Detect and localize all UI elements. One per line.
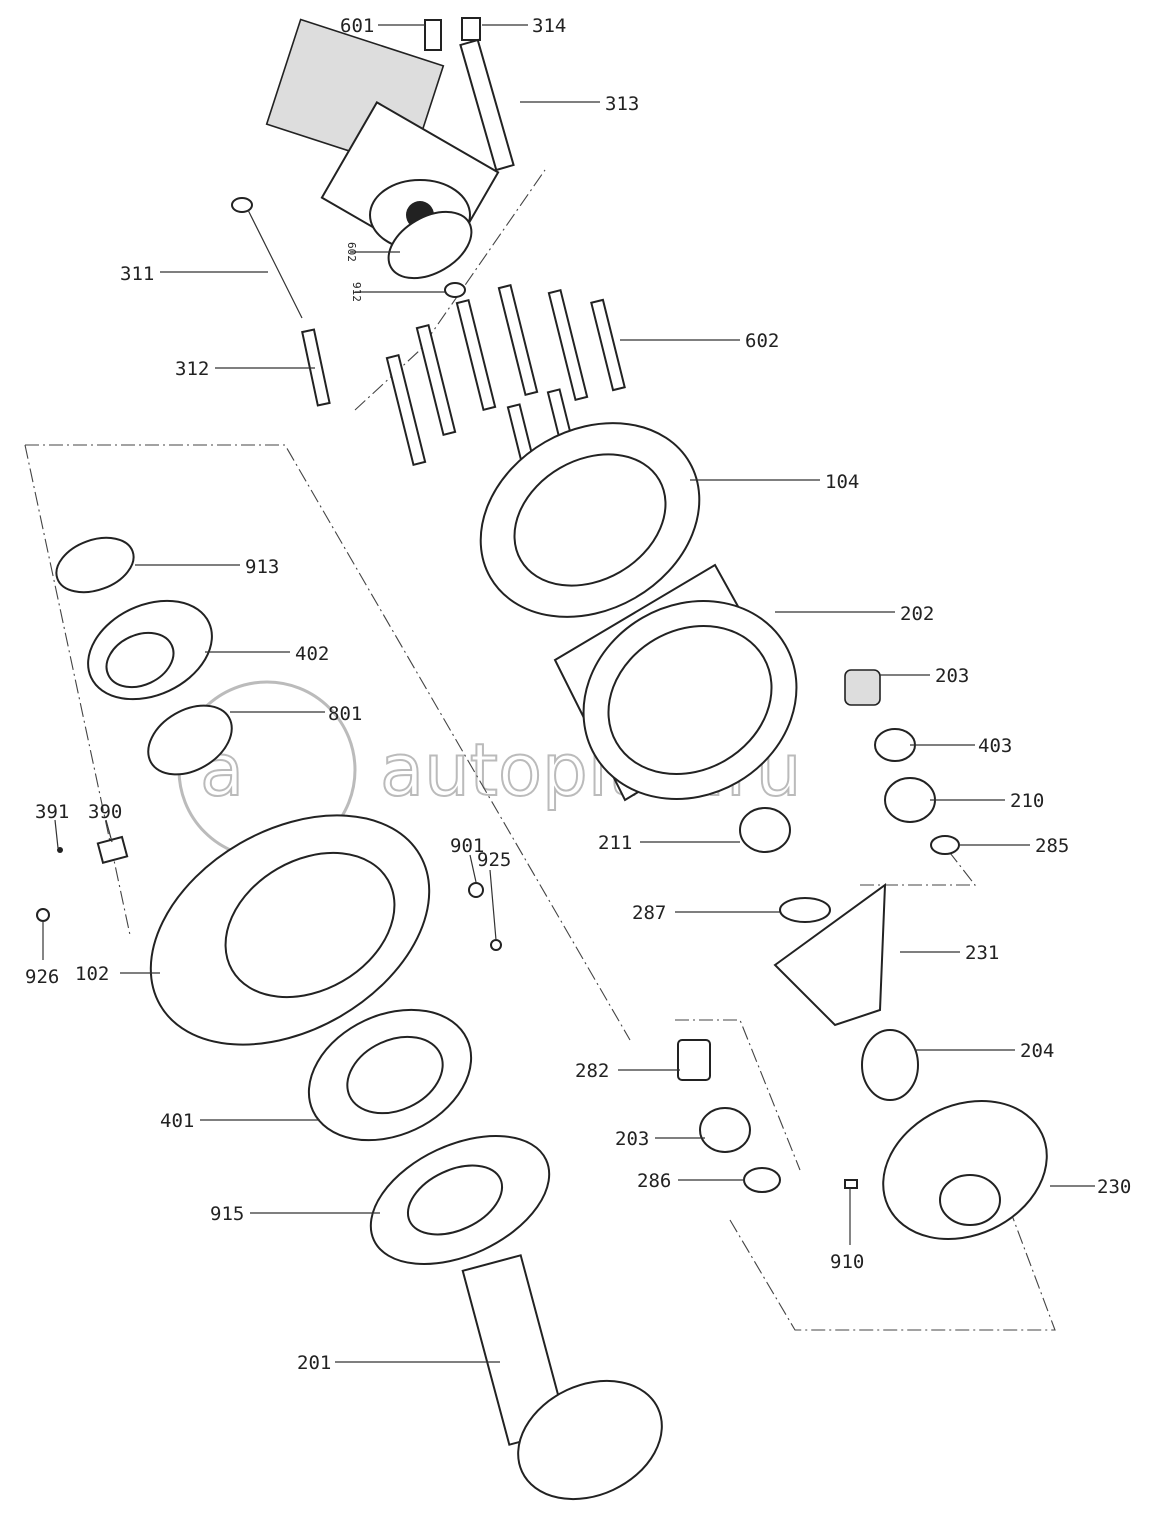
snap-ring-913 [55,536,135,594]
callout-210: 210 [1010,790,1044,812]
callout-901: 901 [450,835,484,857]
callout-202: 202 [900,603,934,625]
callout-601: 601 [340,15,374,37]
callout-203-lower: 203 [615,1128,649,1150]
callout-390: 390 [88,801,122,823]
flange-104 [479,422,701,618]
callout-910: 910 [830,1251,864,1273]
callout-211: 211 [598,832,632,854]
callout-labels: 601 314 313 311 312 602 912 602 104 913 … [25,15,1131,1374]
housing-102 [149,814,431,1046]
callout-102: 102 [75,963,109,985]
callout-311: 311 [120,263,154,285]
callout-230: 230 [1097,1176,1131,1198]
callout-391: 391 [35,801,69,823]
ring-gear-202 [553,563,798,802]
callout-801: 801 [328,703,362,725]
small-parts-right [677,669,1048,1240]
callout-926: 926 [25,966,59,988]
callout-231: 231 [965,942,999,964]
callout-925: 925 [477,849,511,871]
shaft-201 [461,1254,663,1501]
callout-912: 912 [350,282,363,302]
callout-602-small: 602 [345,242,358,262]
callout-282: 282 [575,1060,609,1082]
pipe-312 [301,328,331,407]
callout-913: 913 [245,556,279,578]
callout-286: 286 [637,1170,671,1192]
callout-312: 312 [175,358,209,380]
bolt-601 [424,19,442,51]
callout-915: 915 [210,1203,244,1225]
bearing-402 [87,599,213,701]
bearing-401 [307,1008,473,1142]
dipstick-311 [231,197,303,319]
seal-801 [147,704,233,776]
leader-lines [42,24,1095,1363]
callout-201: 201 [297,1352,331,1374]
callout-602: 602 [745,330,779,352]
callout-204: 204 [1020,1040,1054,1062]
plate-915 [369,1134,551,1266]
callout-313: 313 [605,93,639,115]
callout-402: 402 [295,643,329,665]
callout-401: 401 [160,1110,194,1132]
callout-104: 104 [825,471,859,493]
hydraulic-motor [265,18,500,298]
callout-287: 287 [632,902,666,924]
callout-403: 403 [978,735,1012,757]
callout-285: 285 [1035,835,1069,857]
pin-313 [459,17,515,172]
callout-314: 314 [532,15,566,37]
callout-203-upper: 203 [935,665,969,687]
